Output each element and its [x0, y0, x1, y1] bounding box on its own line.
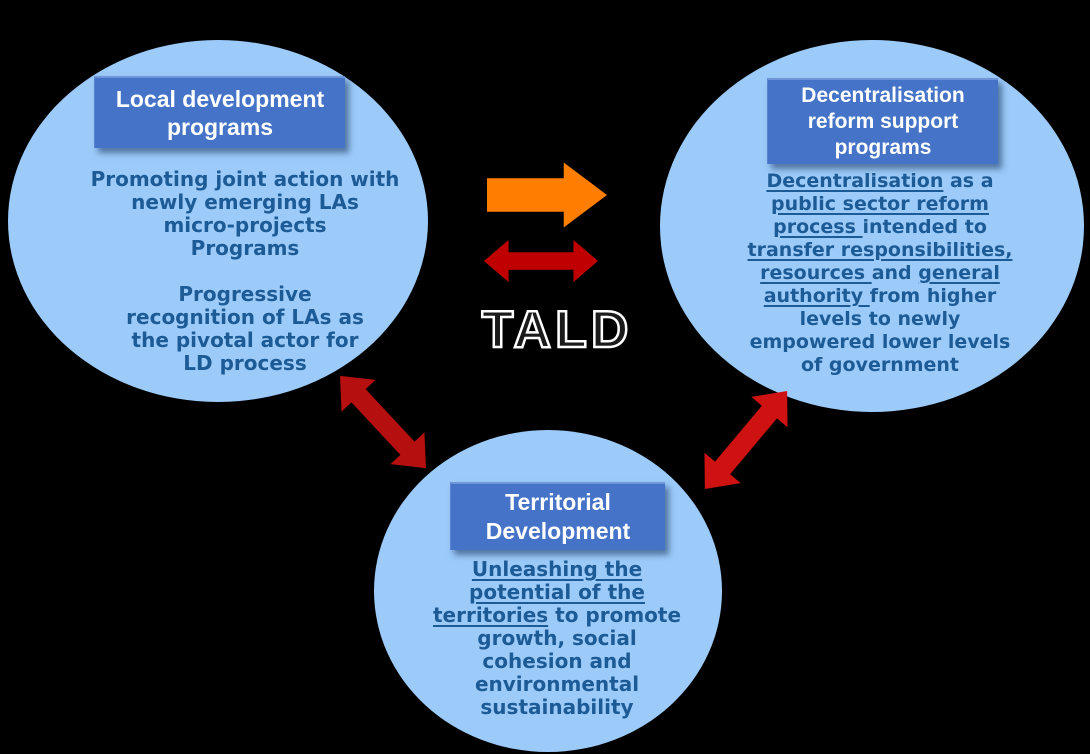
- text-line: process intended to: [700, 216, 1060, 239]
- text-segment: the pivotal actor for: [131, 328, 359, 352]
- text-segment: LD process: [183, 351, 307, 375]
- underlined-text-segment: potential of the: [469, 580, 645, 604]
- text-line: programs: [768, 135, 998, 161]
- orange-right-arrow-shape: [487, 162, 607, 228]
- underlined-text-segment: authority: [763, 285, 870, 307]
- text-line: growth, social: [387, 627, 727, 650]
- orange-right-arrow-icon: [487, 162, 607, 228]
- text-segment: and: [871, 262, 919, 284]
- decentralisation-header-box: Decentralisation reform support programs: [767, 78, 998, 164]
- text-line: Local development: [95, 85, 345, 113]
- red-double-arrow-right-diagonal-icon: [704, 390, 788, 490]
- text-line: programs: [95, 113, 345, 141]
- underlined-text-segment: transfer responsibilities,: [747, 239, 1013, 261]
- text-segment: recognition of LAs as: [126, 305, 364, 329]
- text-segment: programs: [834, 136, 932, 159]
- text-segment: as a: [943, 170, 994, 192]
- red-double-arrow-horizontal-shape: [484, 239, 598, 283]
- text-line: territories to promote: [387, 604, 727, 627]
- text-segment: from higher: [869, 285, 997, 307]
- red-double-arrow-left-diagonal-icon: [340, 375, 426, 469]
- text-line: empowered lower levels: [700, 331, 1060, 354]
- text-segment: intended to: [862, 216, 987, 238]
- text-line: the pivotal actor for: [60, 329, 430, 352]
- text-line: micro-projects: [60, 214, 430, 237]
- text-line: of government: [700, 354, 1060, 377]
- underlined-text-segment: public sector reform: [771, 193, 989, 215]
- text-line: reform support: [768, 109, 998, 135]
- text-line: levels to newly: [700, 308, 1060, 331]
- underlined-text-segment: Unleashing the: [471, 557, 643, 581]
- bubble-decentralisation: Decentralisation reform support programs D…: [660, 40, 1084, 412]
- text-segment: environmental: [474, 672, 640, 696]
- text-segment: Programs: [190, 236, 300, 260]
- text-line: Decentralisation as a: [700, 170, 1060, 193]
- text-line: Unleashing the: [387, 558, 727, 581]
- text-segment: cohesion and: [482, 649, 632, 673]
- text-segment: programs: [166, 114, 274, 140]
- text-segment: Decentralisation: [801, 84, 965, 107]
- text-line: environmental: [387, 673, 727, 696]
- tald-label: TALD: [480, 300, 633, 361]
- text-line: [60, 260, 430, 283]
- text-line: Territorial: [451, 488, 665, 517]
- text-line: sustainability: [387, 696, 727, 719]
- text-segment: levels to newly: [799, 308, 961, 330]
- red-double-arrow-right-diagonal-shape: [704, 390, 788, 490]
- red-double-arrow-left-diagonal-shape: [340, 375, 426, 469]
- text-segment: Progressive: [178, 282, 312, 306]
- text-line: cohesion and: [387, 650, 727, 673]
- text-segment: Territorial: [505, 489, 611, 515]
- text-segment: growth, social: [477, 626, 637, 650]
- text-segment: reform support: [807, 110, 959, 133]
- text-line: recognition of LAs as: [60, 306, 430, 329]
- text-line: potential of the: [387, 581, 727, 604]
- underlined-text-segment: resources: [760, 262, 872, 284]
- text-line: Programs: [60, 237, 430, 260]
- underlined-text-segment: Decentralisation: [766, 170, 944, 192]
- text-line: resources and general: [700, 262, 1060, 285]
- text-segment: sustainability: [480, 695, 634, 719]
- text-line: newly emerging LAs: [60, 191, 430, 214]
- text-line: transfer responsibilities,: [700, 239, 1060, 262]
- text-segment: Promoting joint action with: [90, 167, 400, 191]
- underlined-text-segment: territories: [432, 603, 549, 627]
- text-segment: Local development: [115, 86, 325, 112]
- underlined-text-segment: general: [918, 262, 1000, 284]
- text-segment: of government: [800, 354, 960, 376]
- text-segment: Development: [485, 518, 631, 544]
- decentralisation-title: Decentralisation reform support programs: [768, 83, 998, 161]
- text-line: authority from higher: [700, 285, 1060, 308]
- text-line: Promoting joint action with: [60, 168, 430, 191]
- text-line: LD process: [60, 352, 430, 375]
- text-segment: empowered lower levels: [749, 331, 1011, 353]
- underlined-text-segment: process: [773, 216, 863, 238]
- text-line: Progressive: [60, 283, 430, 306]
- text-line: Decentralisation: [768, 83, 998, 109]
- red-double-arrow-horizontal-icon: [484, 239, 598, 283]
- text-line: public sector reform: [700, 193, 1060, 216]
- text-line: Development: [451, 517, 665, 546]
- text-segment: newly emerging LAs: [131, 190, 359, 214]
- text-segment: to promote: [548, 603, 682, 627]
- text-segment: micro-projects: [163, 213, 327, 237]
